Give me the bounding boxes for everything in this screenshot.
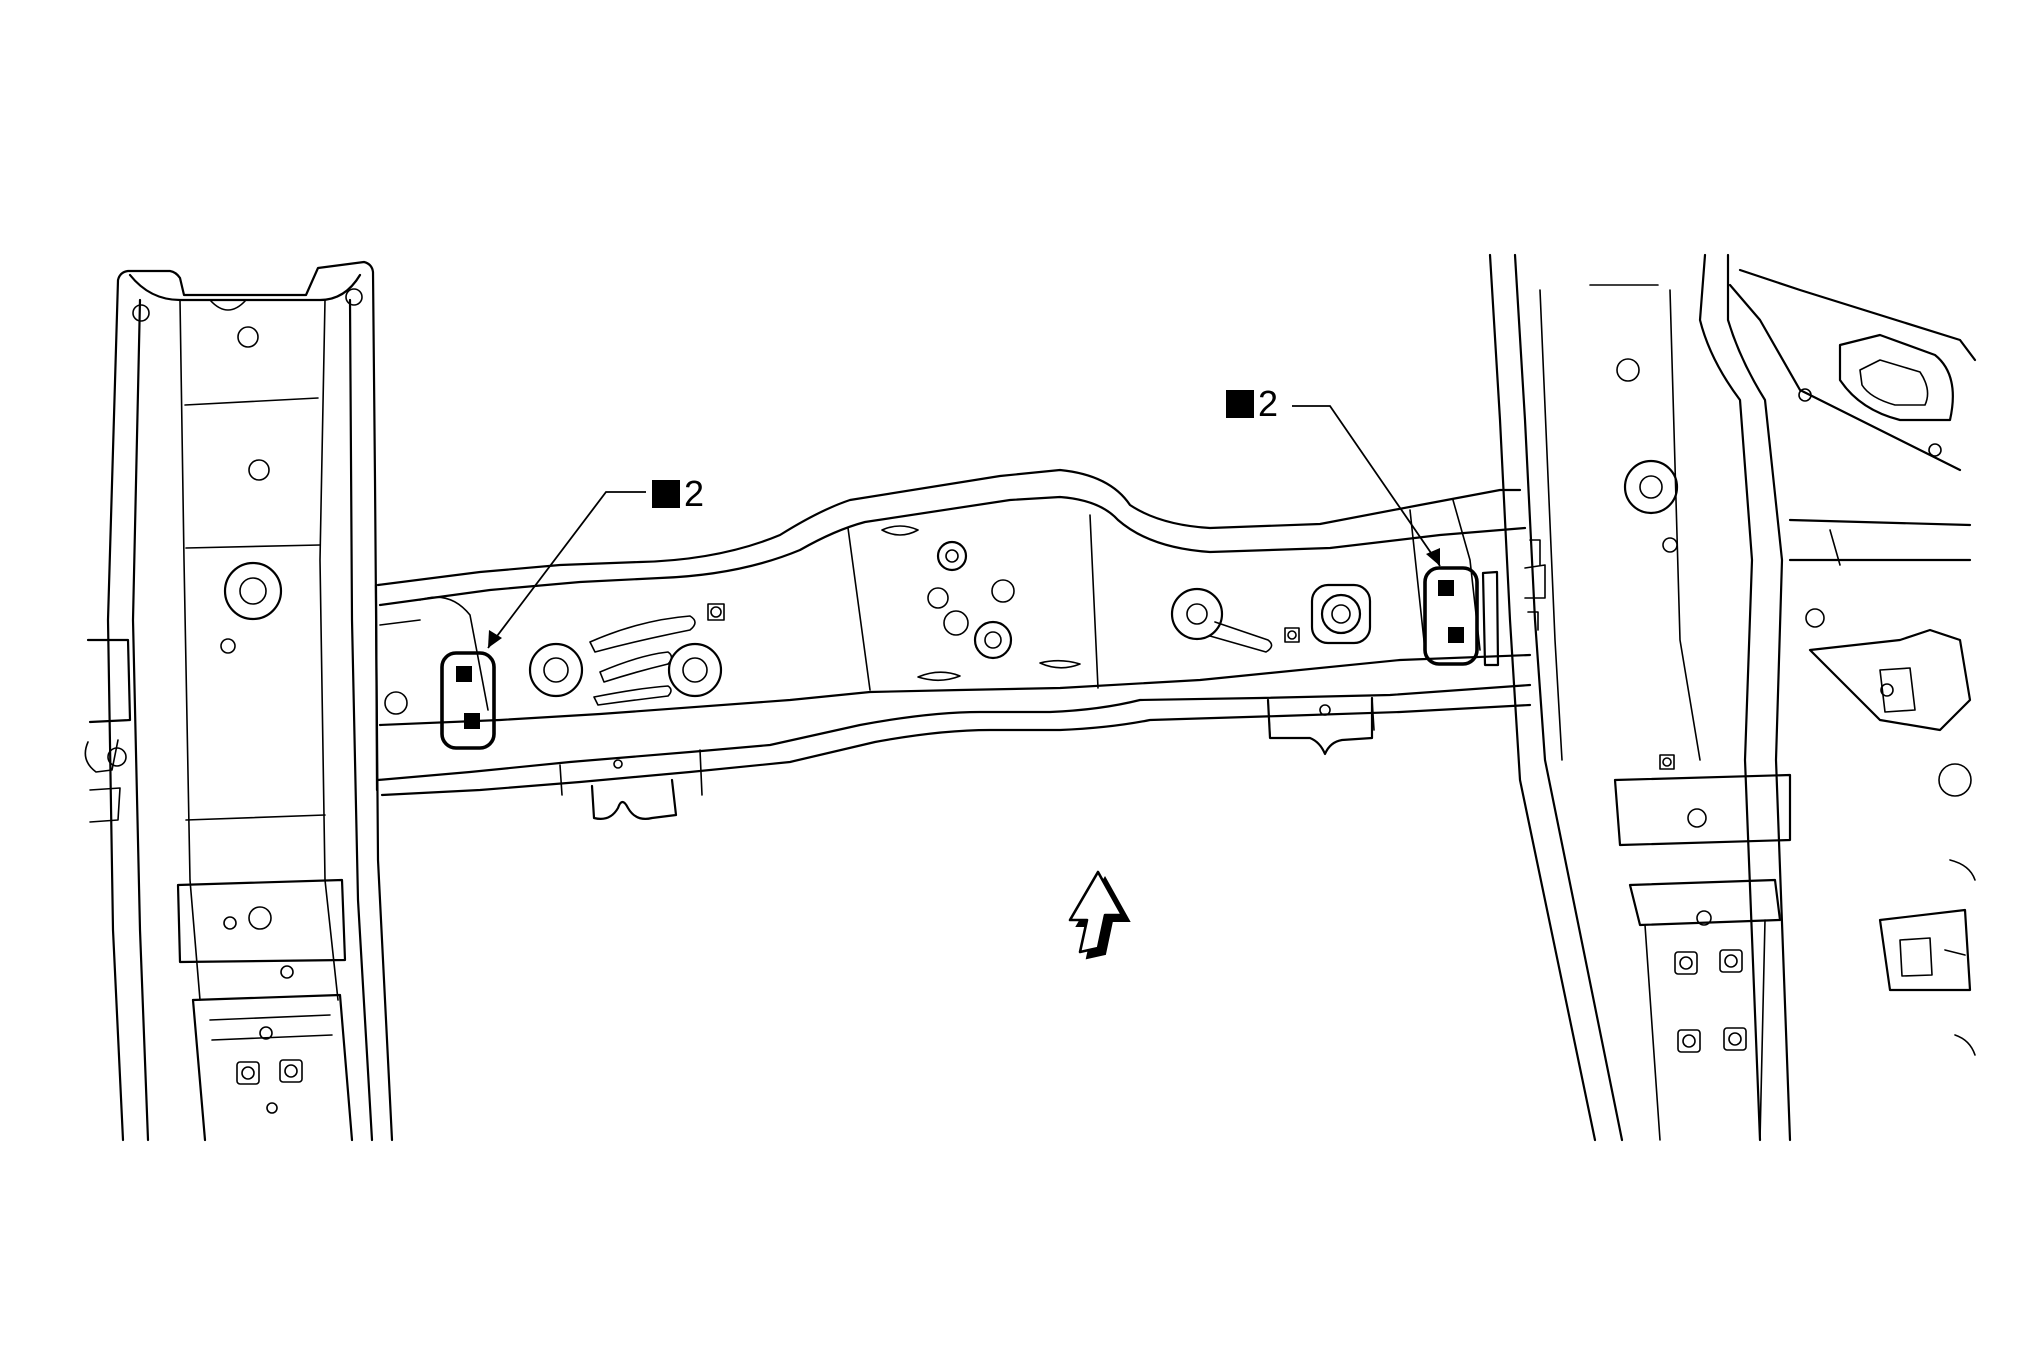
- right-edge-brackets: [1728, 268, 1977, 1056]
- location-marker-square: [464, 713, 480, 729]
- crossmember: [374, 468, 1546, 820]
- front-arrow-icon: [1068, 870, 1131, 960]
- left-edge-bracket: [84, 638, 132, 823]
- filled-square-icon: [1226, 390, 1254, 418]
- callout-right: 2: [1226, 383, 1479, 666]
- filled-square-icon: [652, 480, 680, 508]
- callout-highlight-frame: [1423, 566, 1479, 666]
- location-marker-square: [1448, 627, 1464, 643]
- leader-arrowhead: [1426, 548, 1440, 566]
- leader-line: [487, 491, 646, 649]
- callout-left: 2: [440, 473, 704, 750]
- location-marker-square: [456, 666, 472, 682]
- location-marker-square: [1438, 580, 1454, 596]
- callout-number: 2: [684, 473, 704, 514]
- callout-highlight-frame: [440, 651, 496, 750]
- right-frame-rail: [1488, 253, 1792, 1142]
- leader-line: [1292, 405, 1441, 567]
- callout-number: 2: [1258, 383, 1278, 424]
- left-frame-rail: [106, 260, 394, 1142]
- leader-arrowhead: [488, 630, 502, 648]
